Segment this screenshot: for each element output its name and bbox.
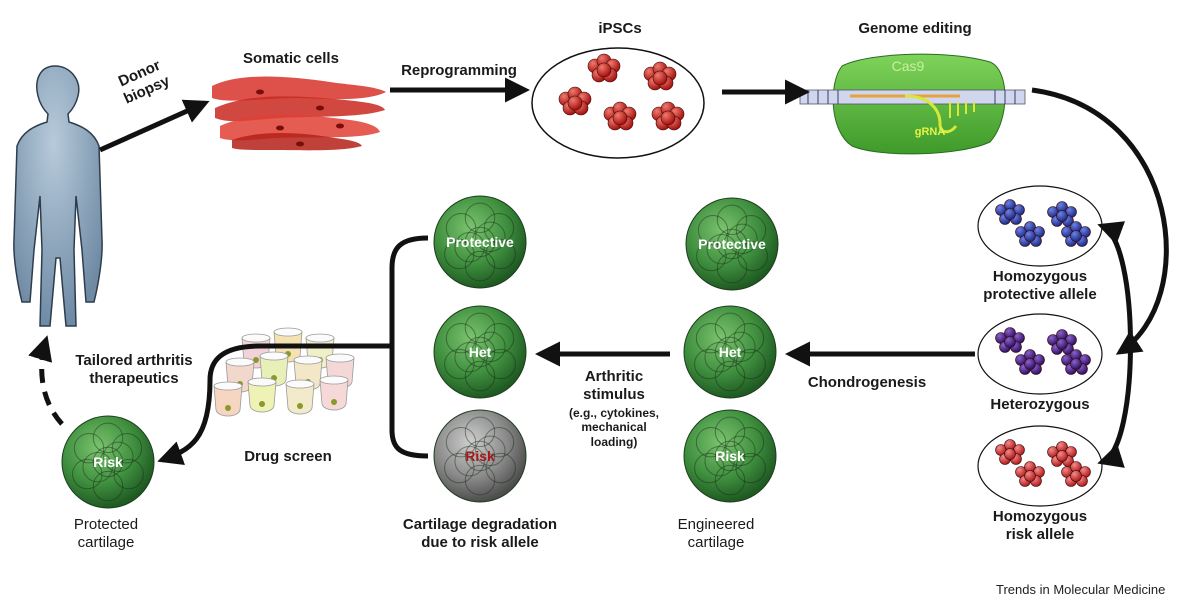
degraded-protective-sphere: Protective <box>433 195 527 289</box>
genome-editing-illustration <box>799 53 1026 155</box>
heterozygous-colony <box>1061 349 1091 375</box>
degraded-het-sphere: Het <box>433 305 527 399</box>
arrows <box>28 77 1169 468</box>
protective-colony <box>995 199 1025 225</box>
cartilage-degradation-label: Cartilage degradation due to risk allele <box>402 516 558 551</box>
engineered-risk-sphere: Risk <box>683 409 777 503</box>
bracket-degraded <box>389 235 429 459</box>
risk-colony <box>1061 461 1091 487</box>
heterozygous-label: Heterozygous <box>990 396 1090 413</box>
risk-allele-dish <box>977 425 1103 507</box>
engineered-protective-sphere: Protective <box>685 197 779 291</box>
protected-risk-sphere-label: Risk <box>93 454 123 470</box>
genome-editing-label: Genome editing <box>858 20 972 37</box>
journal-credit: Trends in Molecular Medicine <box>996 582 1166 597</box>
degraded-risk-sphere: Risk <box>433 409 527 503</box>
bracket-alleles <box>1097 221 1133 468</box>
engineered-protective-sphere-label: Protective <box>698 236 766 252</box>
degraded-risk-sphere-label: Risk <box>465 448 495 464</box>
risk-colony <box>995 439 1025 465</box>
drug-screen-label: Drug screen <box>244 448 332 465</box>
allele-dishes <box>977 185 1103 507</box>
protective-colony <box>1015 221 1045 247</box>
heterozygous-colony <box>995 327 1025 353</box>
arrow-tailored-therapeutics <box>28 335 64 426</box>
risk-colony <box>1047 441 1077 467</box>
chondrogenesis-label: Chondrogenesis <box>807 374 927 391</box>
engineered-het-sphere: Het <box>683 305 777 399</box>
protective-colony <box>1047 201 1077 227</box>
engineered-risk-sphere-label: Risk <box>715 448 745 464</box>
arrow-donor-biopsy <box>98 99 210 153</box>
reprogramming-label: Reprogramming <box>401 62 517 79</box>
ipsc-dish <box>531 47 705 159</box>
drug-screen-well <box>285 379 315 415</box>
arthritic-stimulus-label: Arthritic stimulus <box>583 368 645 403</box>
ipsc-colony <box>587 53 621 83</box>
stimulus-examples-label: (e.g., cytokines, mechanical loading) <box>568 406 660 449</box>
drug-screen-well <box>319 375 349 411</box>
degraded-protective-sphere-label: Protective <box>446 234 514 250</box>
protected-cartilage-label: Protected cartilage <box>73 516 139 551</box>
grna-label: gRNA <box>914 126 946 138</box>
arrow-editing-to-alleles <box>1031 87 1169 355</box>
protected-risk-sphere: Risk <box>61 415 155 509</box>
heterozygous-colony <box>1015 349 1045 375</box>
drug-screen-plate <box>213 327 355 417</box>
degraded-het-sphere-label: Het <box>469 344 492 360</box>
engineered-cartilage-label: Engineered cartilage <box>677 516 755 551</box>
donor-figure <box>13 65 103 327</box>
drug-screen-well <box>247 377 277 413</box>
ipsc-colony <box>643 61 677 91</box>
ipscs-label: iPSCs <box>598 20 642 37</box>
somatic-cells-label: Somatic cells <box>243 50 339 67</box>
homozygous-protective-label: Homozygous protective allele <box>983 268 1097 303</box>
somatic-cells-cluster <box>212 76 386 151</box>
cas9-label: Cas9 <box>891 58 925 74</box>
protective-allele-dish <box>977 185 1103 267</box>
ipsc-colony <box>651 101 685 131</box>
arrow-drug-screen <box>157 343 392 466</box>
homozygous-risk-label: Homozygous risk allele <box>992 508 1088 543</box>
ipsc-colony <box>558 86 592 116</box>
ipsc-colony <box>603 101 637 131</box>
tailored-therapeutics-label: Tailored arthritis therapeutics <box>75 352 193 387</box>
protective-colony <box>1061 221 1091 247</box>
engineered-het-sphere-label: Het <box>719 344 742 360</box>
drug-screen-well <box>213 381 243 417</box>
heterozygous-allele-dish <box>977 313 1103 395</box>
risk-colony <box>1015 461 1045 487</box>
